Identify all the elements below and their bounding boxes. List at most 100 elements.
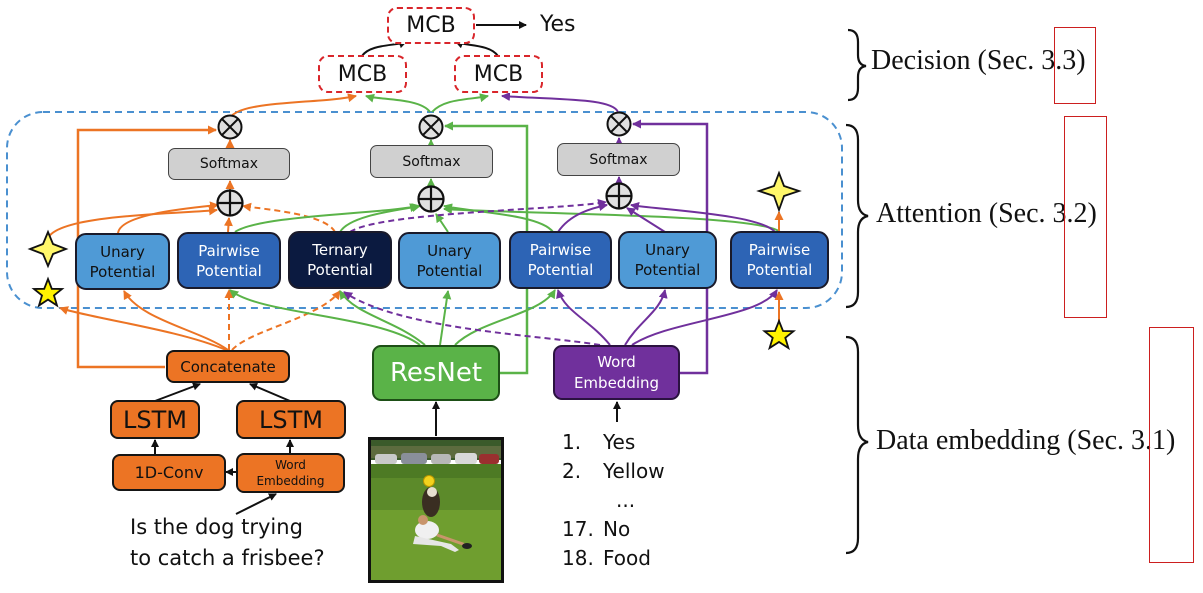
concatenate-box: Concatenate: [166, 350, 290, 383]
lstm-left-box: LSTM: [110, 400, 200, 439]
unary-potential-3: Unary Potential: [618, 231, 717, 289]
answer-list: 1. Yes 2. Yellow ... 17. No 18. Food: [562, 428, 665, 573]
ref-link-box-attention: [1064, 116, 1107, 318]
section-label-attention-text: Attention (Sec.: [876, 198, 1053, 229]
mcb-left-box: MCB: [318, 55, 407, 93]
answer-text: ...: [616, 488, 636, 512]
edge-tern-to-plus2: [339, 203, 421, 233]
ref-link-box-decision: [1054, 27, 1096, 104]
answer-number: [562, 486, 616, 515]
five-point-star-icon-left: [31, 276, 65, 308]
pairwise-potential-1: Pairwise Potential: [177, 232, 281, 289]
question-line-1: Is the dog trying: [130, 515, 303, 539]
brace-decision: [847, 28, 867, 102]
edge-concat-to-unary1: [123, 290, 229, 351]
answer-text: No: [603, 517, 631, 541]
plus-icon-1: [216, 189, 244, 217]
section-ref-embedding: 3.1: [1131, 425, 1167, 456]
edge-unary2-to-plus2: [435, 213, 449, 233]
brace-attention: [845, 123, 869, 309]
edge-resnet-to-unary2: [439, 290, 452, 346]
multiply-icon-3: [606, 111, 632, 137]
edge-mcb-left-to-top: [361, 40, 407, 57]
answer-number: 1.: [562, 430, 582, 454]
resnet-box: ResNet: [372, 345, 500, 401]
edge-resnet-to-pair2: [454, 289, 556, 346]
answer-number: 18.: [562, 546, 594, 570]
answer-text: Yellow: [603, 459, 665, 483]
question-line-2: to catch a frisbee?: [130, 546, 325, 570]
answer-item: 1. Yes: [562, 428, 665, 457]
edge-wembA-to-tern: [343, 291, 601, 346]
unary-potential-1: Unary Potential: [75, 233, 170, 290]
input-image: [368, 437, 504, 583]
ternary-potential: Ternary Potential: [288, 231, 392, 289]
edge-mcb-right-to-top: [455, 40, 499, 57]
softmax-box-3: Softmax: [557, 143, 680, 176]
section-close-attention: ): [1087, 198, 1097, 229]
answer-item: 18. Food: [562, 544, 665, 573]
answer-text: Yes: [603, 430, 636, 454]
multiply-icon-1: [217, 114, 243, 140]
answer-item: ...: [562, 486, 665, 515]
edge-pair2-to-plus3: [557, 202, 608, 233]
unary-potential-2: Unary Potential: [398, 232, 501, 289]
plus-icon-3: [605, 182, 633, 210]
word-embedding-question-box: Word Embedding: [236, 453, 345, 493]
edge-unary1-to-plus1: [117, 201, 219, 235]
edge-wembA-to-pair3: [631, 289, 778, 346]
pairwise-potential-3: Pairwise Potential: [730, 231, 829, 289]
four-point-star-icon-left: [27, 229, 69, 269]
section-label-embedding: Data embedding (Sec. 3.1): [876, 425, 1175, 457]
attention-region-outline: [6, 111, 843, 309]
section-close-embedding: ): [1166, 425, 1176, 456]
section-label-decision: Decision (Sec. 3.3): [871, 45, 1086, 77]
edge-unary3-to-plus3: [626, 207, 666, 233]
mcb-right-box: MCB: [454, 55, 543, 93]
edge-tern-to-plus1: [242, 202, 336, 233]
edge-concat-to-star: [59, 306, 227, 351]
conv1d-box: 1D-Conv: [112, 454, 226, 491]
brace-embedding: [845, 335, 869, 555]
multiply-icon-2: [418, 114, 444, 140]
edge-mult1-to-mcb: [229, 93, 357, 119]
softmax-box-2: Softmax: [370, 145, 493, 178]
edge-concat-to-tern: [231, 290, 341, 351]
edge-star-to-plus1: [47, 206, 218, 239]
answer-item: 2. Yellow: [562, 457, 665, 486]
edge-mult3-to-mcb-right: [501, 92, 619, 113]
edge-mult2-to-mcb-right: [431, 93, 489, 113]
pairwise-potential-2: Pairwise Potential: [509, 231, 612, 289]
section-label-attention: Attention (Sec. 3.2): [876, 198, 1097, 230]
edge-pair1-to-plus1: [223, 217, 233, 233]
section-close-decision: ): [1076, 45, 1086, 76]
answer-item: 17. No: [562, 515, 665, 544]
edge-lstm2-to-concat: [249, 383, 291, 402]
edge-lstm1-to-concat: [154, 382, 201, 402]
answer-number: 2.: [562, 459, 582, 483]
plus-icon-2: [417, 185, 445, 213]
decision-output-label: Yes: [540, 12, 576, 37]
answer-text: Food: [603, 546, 651, 570]
section-label-embedding-text: Data embedding (Sec.: [876, 425, 1132, 456]
five-point-star-icon-right: [762, 318, 796, 351]
edge-tern-to-plus3: [349, 198, 607, 233]
edge-resnet-to-pair1: [229, 289, 421, 346]
section-label-decision-text: Decision (Sec.: [871, 45, 1042, 76]
edge-pair1-to-plus2: [234, 203, 419, 233]
edge-question-to-wemb: [235, 493, 277, 515]
lstm-right-box: LSTM: [236, 400, 346, 439]
answer-number: 17.: [562, 517, 594, 541]
word-embedding-answer-box: Word Embedding: [553, 345, 680, 400]
section-ref-attention: 3.2: [1052, 198, 1088, 229]
four-point-star-icon-right: [756, 170, 802, 213]
edge-wembA-to-unary3: [624, 289, 668, 346]
mcb-top-box: MCB: [387, 7, 475, 44]
edge-pair2-to-plus2: [443, 203, 554, 233]
edge-wembA-to-pair2: [556, 289, 611, 346]
edge-resnet-to-tern: [339, 290, 426, 346]
edge-mult2-to-mcb-left: [365, 93, 431, 113]
ref-link-box-embedding: [1149, 327, 1194, 563]
section-ref-decision: 3.3: [1041, 45, 1077, 76]
